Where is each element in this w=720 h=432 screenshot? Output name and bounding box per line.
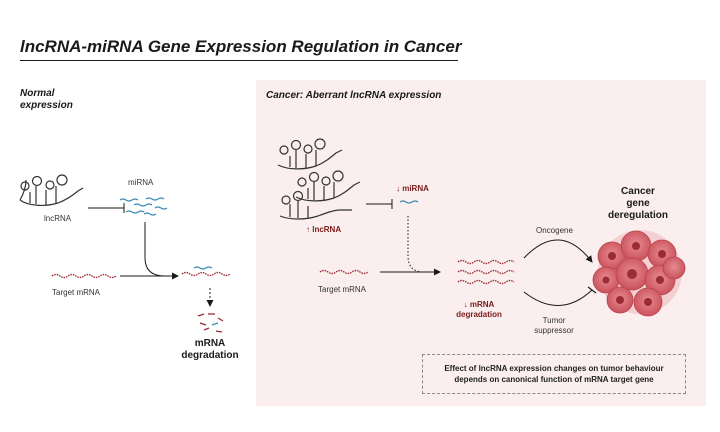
page-title: lncRNA-miRNA Gene Expression Regulation … <box>20 37 462 56</box>
tumor-suppressor-line1: Tumor <box>542 316 566 325</box>
title-underline <box>20 60 458 61</box>
lncrna-up-label: ↑ lncRNA <box>306 225 342 234</box>
tumor-suppressor-inhibition-bar <box>587 286 597 294</box>
cancer-gene-deregulation-label: Cancer gene deregulation <box>596 186 680 222</box>
lncrna-structure-cancer <box>277 138 361 220</box>
mrna-degradation-line1: mRNA <box>194 338 226 349</box>
cancer-heading: Cancer: Aberrant lncRNA expression <box>266 90 442 101</box>
target-mrna-normal <box>51 273 117 279</box>
effect-note-line1: Effect of lncRNA expression changes on t… <box>444 364 664 373</box>
tumor-suppressor-label: Tumor suppressor <box>524 316 584 336</box>
mirna-binding-arrow-normal <box>144 222 179 280</box>
target-mrna-cancer <box>319 269 369 275</box>
lncrna-label-normal: lncRNA <box>44 214 72 223</box>
mrna-fragments-normal <box>197 313 224 333</box>
mrna-degradation-line2: degradation <box>181 350 239 361</box>
normal-heading: Normal expression <box>20 88 73 112</box>
target-mrna-label-normal: Target mRNA <box>52 288 101 297</box>
outcome-line3: deregulation <box>607 210 668 221</box>
tumor-cell-cluster <box>592 230 686 317</box>
inhibition-line-cancer <box>366 199 393 209</box>
tumor-suppressor-inhibition <box>523 289 593 306</box>
mrna-stack-cancer <box>457 259 515 285</box>
mirna-binding-arrow-cancer <box>407 216 425 273</box>
effect-note-line2: depends on canonical function of mRNA ta… <box>454 375 654 384</box>
mrna-degradation-label-cancer: ↓ mRNA degradation <box>448 300 510 320</box>
tumor-suppressor-line2: suppressor <box>534 326 574 335</box>
outcome-line1: Cancer <box>621 186 655 197</box>
mirna-cluster-normal <box>119 197 168 216</box>
target-mrna-label-cancer: Target mRNA <box>318 285 367 294</box>
inhibition-line-normal <box>88 203 125 213</box>
mirna-label-normal: miRNA <box>128 178 154 187</box>
normal-heading-line1: Normal <box>20 88 55 99</box>
effect-note-box: Effect of lncRNA expression changes on t… <box>422 354 686 394</box>
mirna-cancer <box>399 200 419 204</box>
normal-heading-line2: expression <box>20 100 73 111</box>
outcome-line2: gene <box>626 198 650 209</box>
lncrna-structure-normal <box>19 174 84 206</box>
mirna-down-label: ↓ miRNA <box>396 184 429 193</box>
mrna-degradation-cancer-line2: degradation <box>456 310 502 319</box>
mirna-mrna-complex-normal <box>181 266 231 277</box>
oncogene-label: Oncogene <box>536 226 573 235</box>
mrna-degradation-label-normal: mRNA degradation <box>178 338 242 362</box>
mrna-degradation-cancer-line1: ↓ mRNA <box>463 300 495 309</box>
oncogene-arrow <box>523 239 593 263</box>
